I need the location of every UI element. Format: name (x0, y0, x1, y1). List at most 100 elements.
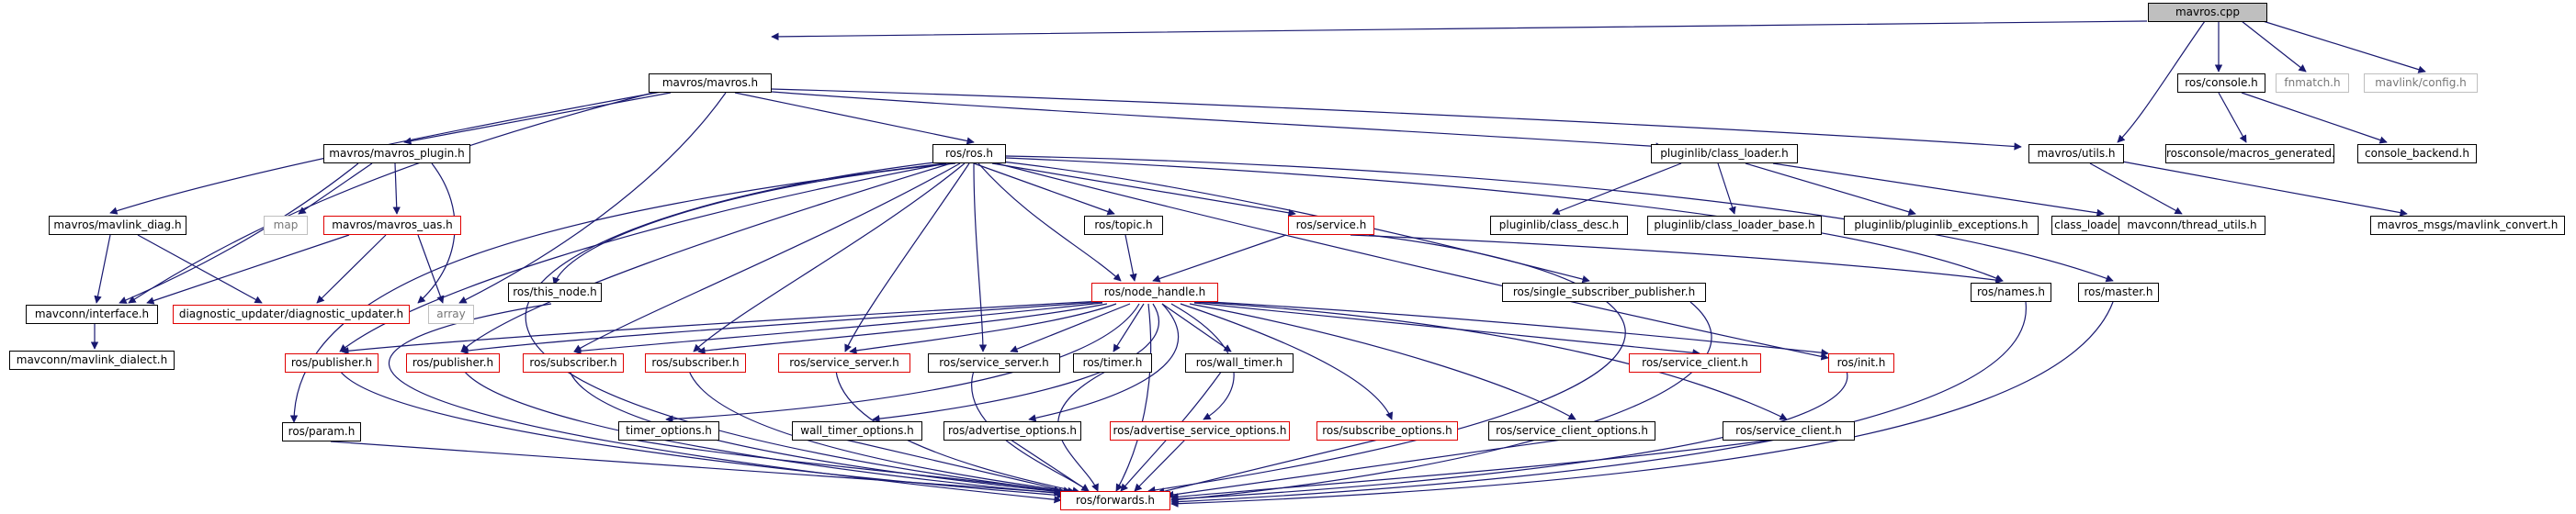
edge-console-to-console-backend (2241, 92, 2388, 144)
node-ros-topic-h[interactable]: ros/topic.h (1084, 216, 1163, 235)
node-ros-param-h[interactable]: ros/param.h (282, 422, 361, 441)
edge-nh-to-subscriber-2 (697, 303, 1108, 355)
edge-nh-to-service-server-1 (849, 303, 1117, 355)
node-ros-console-h[interactable]: ros/console.h (2177, 73, 2265, 93)
node-ros-service-h[interactable]: ros/service.h (1288, 216, 1374, 235)
node-mavros-mavros-h[interactable]: mavros/mavros.h (649, 73, 772, 93)
edge-mavros-uas-to-interface-h (146, 234, 350, 305)
edge-param-to-forwards (330, 441, 1062, 497)
node-ros-publisher-h-1[interactable]: ros/publisher.h (285, 353, 378, 373)
edge-mavros-h-to-ros-h (734, 92, 975, 145)
node-ros-single-subscriber-publisher-h[interactable]: ros/single_subscriber_publisher.h (1502, 283, 1706, 302)
edge-utils-to-thread-utils (2089, 162, 2183, 215)
edge-nh-to-service-server-2 (1010, 303, 1131, 353)
edge-mavros-uas-to-array (417, 234, 445, 304)
node-map[interactable]: map (264, 216, 308, 235)
edge-service-server-1-to-forwards (835, 370, 1080, 495)
edge-mavros-h-to-array (458, 92, 727, 304)
edge-mavros-cpp-to-fnmatch-h (2241, 20, 2307, 73)
edge-service-to-node-handle (1152, 234, 1287, 283)
edge-class-loader-to-class-desc (1552, 162, 1682, 216)
node-console-backend-h[interactable]: console_backend.h (2357, 144, 2477, 163)
edge-advertise-options-to-forwards (1010, 439, 1090, 492)
edge-nh-to-wall-timer-options (872, 303, 1160, 423)
edge-mavlink-diag-to-diagnostic-updater (137, 234, 263, 304)
node-mavros-cpp[interactable]: mavros.cpp (2148, 3, 2267, 22)
node-ros-wall-timer-h[interactable]: ros/wall_timer.h (1185, 353, 1294, 373)
node-ros-names-h[interactable]: ros/names.h (1971, 283, 2051, 302)
node-ros-ros-h[interactable]: ros/ros.h (932, 144, 1006, 163)
edge-single-sub-pub-to-forwards (1170, 301, 1712, 504)
edge-ros-h-to-node-handle-h (977, 162, 1122, 282)
edge-mavlink-diag-to-interface-h (94, 234, 111, 304)
edge-utils-to-mavlink-convert (2121, 161, 2408, 217)
node-ros-publisher-h-2[interactable]: ros/publisher.h (406, 353, 500, 373)
node-mavros-utils-h[interactable]: mavros/utils.h (2028, 144, 2124, 163)
node-timer-options-h[interactable]: timer_options.h (618, 421, 719, 441)
edge-timer-options-to-forwards (633, 439, 1067, 496)
edge-topic-to-node-handle (1124, 234, 1137, 282)
edge-ros-h-to-master-h (1005, 155, 2114, 283)
node-ros-service-server-h-1[interactable]: ros/service_server.h (778, 353, 910, 373)
edge-nh-to-forwards-h (1115, 303, 1152, 492)
edge-class-loader-to-imp (1772, 162, 2105, 218)
edge-mavros-h-to-utils-h (771, 88, 2022, 151)
node-ros-node-handle-h[interactable]: ros/node_handle.h (1091, 283, 1218, 302)
edge-nh-to-init (1193, 300, 1829, 357)
node-ros-subscriber-h-1[interactable]: ros/subscriber.h (523, 353, 624, 373)
edge-names-to-forwards (1170, 301, 2027, 506)
node-ros-service-client-h-1[interactable]: ros/service_client.h (1629, 353, 1761, 373)
node-ros-advertise-options-h[interactable]: ros/advertise_options.h (943, 421, 1081, 441)
edge-publisher-2-to-forwards (463, 370, 1067, 497)
node-pluginlib-class-loader-h[interactable]: pluginlib/class_loader.h (1651, 144, 1798, 163)
node-mavconn-thread-utils-h[interactable]: mavconn/thread_utils.h (2118, 216, 2265, 235)
node-mavros-mavros-uas-h[interactable]: mavros/mavros_uas.h (323, 216, 461, 235)
edge-class-loader-to-class-loader-base (1717, 162, 1736, 215)
edge-mavros-plugin-to-diagnostic-updater (417, 162, 456, 304)
node-diagnostic-updater-h[interactable]: diagnostic_updater/diagnostic_updater.h (173, 305, 410, 324)
node-ros-timer-h[interactable]: ros/timer.h (1073, 353, 1152, 373)
edge-nh-to-subscribe-options (1180, 303, 1394, 420)
node-mavconn-mavlink-dialect-h[interactable]: mavconn/mavlink_dialect.h (9, 351, 175, 370)
edge-mavros-cpp-to-mavros-h (771, 20, 2148, 41)
edge-service-client-options-to-forwards (1166, 439, 1563, 499)
node-ros-service-server-h-2[interactable]: ros/service_server.h (928, 353, 1060, 373)
edge-mavros-h-to-class-loader-h (771, 91, 1664, 151)
node-mavros-msgs-mavlink-convert-h[interactable]: mavros_msgs/mavlink_convert.h (2370, 216, 2565, 235)
edge-nh-to-timer-options (665, 303, 1140, 423)
node-rosconsole-macros-generated-h[interactable]: rosconsole/macros_generated.h (2165, 144, 2334, 163)
node-ros-forwards-h[interactable]: ros/forwards.h (1060, 491, 1170, 510)
node-mavros-mavlink-diag-h[interactable]: mavros/mavlink_diag.h (49, 216, 186, 235)
node-ros-master-h[interactable]: ros/master.h (2078, 283, 2159, 302)
node-mavconn-interface-h[interactable]: mavconn/interface.h (26, 305, 158, 324)
edge-ros-h-to-topic-h (973, 162, 1115, 216)
edge-mavros-h-to-interface-h (128, 91, 658, 304)
node-mavros-plugin-h[interactable]: mavros/mavros_plugin.h (323, 144, 470, 163)
node-array[interactable]: array (428, 305, 474, 324)
edge-console-to-macros-generated (2218, 92, 2247, 143)
node-ros-this-node-h[interactable]: ros/this_node.h (508, 283, 602, 302)
edge-ros-h-to-names-h (1005, 157, 2004, 282)
node-wall-timer-options-h[interactable]: wall_timer_options.h (792, 421, 922, 441)
edge-ros-h-to-service-server-1 (844, 162, 970, 352)
edge-init-to-forwards (1170, 370, 1848, 503)
node-ros-service-client-options-h[interactable]: ros/service_client_options.h (1488, 421, 1655, 441)
node-ros-init-h[interactable]: ros/init.h (1828, 353, 1894, 373)
node-ros-advertise-service-options-h[interactable]: ros/advertise_service_options.h (1110, 421, 1290, 441)
node-ros-subscribe-options-h[interactable]: ros/subscribe_options.h (1316, 421, 1458, 441)
node-pluginlib-class-loader-base-h[interactable]: pluginlib/class_loader_base.h (1647, 216, 1822, 235)
edge-mavros-plugin-to-mavros-uas (392, 162, 401, 215)
node-pluginlib-class-desc-h[interactable]: pluginlib/class_desc.h (1490, 216, 1628, 235)
node-pluginlib-exceptions-h[interactable]: pluginlib/pluginlib_exceptions.h (1844, 216, 2039, 235)
edge-ros-h-to-subscriber-1 (573, 162, 961, 352)
node-fnmatch-h[interactable]: fnmatch.h (2276, 73, 2349, 93)
node-mavlink-config-h[interactable]: mavlink/config.h (2364, 73, 2478, 93)
edge-nh-to-publisher-2 (460, 301, 1103, 355)
node-ros-service-client-h-2[interactable]: ros/service_client.h (1723, 421, 1855, 441)
edge-ros-h-to-this-node-h (552, 162, 956, 285)
edge-service-to-forwards-h (1147, 234, 1626, 495)
node-ros-subscriber-h-2[interactable]: ros/subscriber.h (645, 353, 746, 373)
edge-nh-to-advertise-options (1028, 303, 1179, 422)
edge-mavros-plugin-to-interface-h (119, 162, 359, 304)
edge-mavros-cpp-to-config-h (2259, 19, 2426, 73)
